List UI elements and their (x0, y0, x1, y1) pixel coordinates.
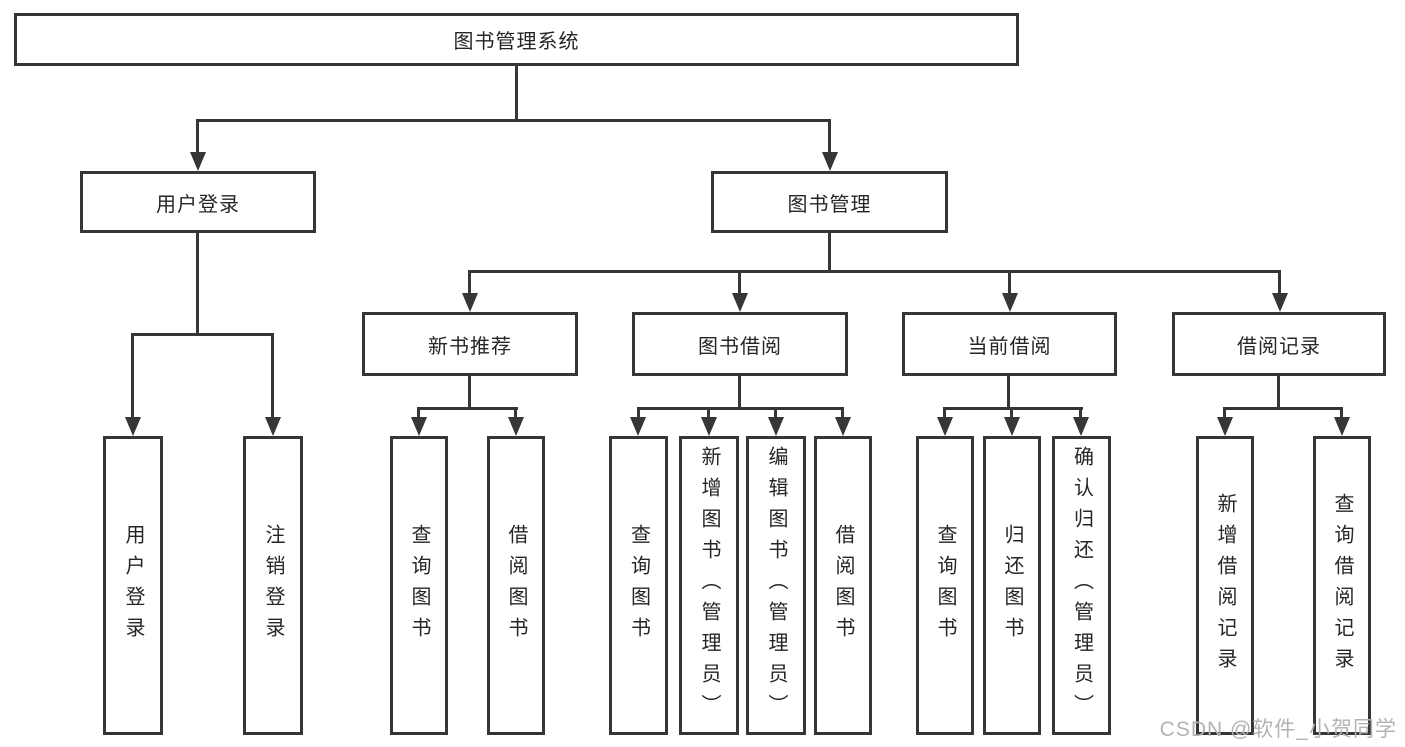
connector-line (943, 407, 946, 421)
connector-line (637, 407, 640, 421)
connector-line (1278, 270, 1281, 298)
node-label: 新书推荐 (428, 335, 512, 358)
node-new-book-rec: 新书推荐 (362, 312, 578, 376)
connector-line (841, 407, 844, 421)
connector-line (196, 119, 831, 122)
arrowhead-down (768, 417, 784, 436)
leaf-label: 注销登录 (262, 523, 284, 648)
connector-line (828, 231, 831, 273)
leaf-query-books-1: 查询图书 (390, 436, 448, 735)
connector-line (417, 407, 518, 410)
connector-line (131, 333, 134, 421)
arrowhead-down (1334, 417, 1350, 436)
connector-line (271, 333, 274, 421)
arrowhead-down (265, 417, 281, 436)
node-label: 当前借阅 (967, 335, 1052, 358)
arrowhead-down (125, 417, 141, 436)
connector-line (417, 407, 420, 421)
leaf-label: 编辑图书（管理员） (765, 446, 787, 725)
leaf-borrow-books-1: 借阅图书 (487, 436, 545, 735)
leaf-label: 新增借阅记录 (1214, 492, 1236, 679)
leaf-borrow-books-2: 借阅图书 (814, 436, 872, 735)
leaf-logout: 注销登录 (243, 436, 303, 735)
leaf-label: 用户登录 (122, 523, 144, 648)
connector-line (738, 376, 741, 410)
node-root: 图书管理系统 (14, 13, 1019, 66)
connector-line (828, 119, 831, 155)
leaf-user-login: 用户登录 (103, 436, 163, 735)
connector-line (131, 333, 274, 336)
arrowhead-down (835, 417, 851, 436)
connector-line (1340, 407, 1343, 421)
leaf-label: 归还图书 (1001, 523, 1023, 648)
arrowhead-down (1002, 293, 1018, 312)
node-borrow-record: 借阅记录 (1172, 312, 1386, 376)
connector-line (1007, 376, 1010, 410)
leaf-query-borrow-record: 查询借阅记录 (1313, 436, 1371, 735)
leaf-return-books: 归还图书 (983, 436, 1041, 735)
leaf-label: 查询借阅记录 (1331, 492, 1353, 679)
arrowhead-down (190, 152, 206, 171)
connector-line (468, 376, 471, 410)
leaf-label: 新增图书（管理员） (698, 446, 720, 725)
arrowhead-down (1004, 417, 1020, 436)
node-user-login: 用户登录 (80, 171, 316, 233)
connector-line (1277, 376, 1280, 410)
connector-line (196, 119, 199, 155)
leaf-add-borrow-record: 新增借阅记录 (1196, 436, 1254, 735)
connector-line (468, 270, 471, 298)
connector-line (1079, 407, 1082, 421)
connector-line (774, 407, 777, 421)
leaf-label: 借阅图书 (505, 523, 527, 648)
connector-line (637, 407, 844, 410)
node-root-label: 图书管理系统 (453, 31, 580, 53)
leaf-add-book-admin: 新增图书（管理员） (679, 436, 739, 735)
leaf-label: 确认归还（管理员） (1070, 446, 1093, 725)
watermark-text: CSDN @软件_小贺同学 (1159, 718, 1397, 741)
arrowhead-down (462, 293, 478, 312)
arrowhead-down (630, 417, 646, 436)
node-label: 图书借阅 (698, 335, 782, 358)
leaf-query-books-2: 查询图书 (609, 436, 668, 735)
arrowhead-down (1272, 293, 1288, 312)
node-book-borrow: 图书借阅 (632, 312, 848, 376)
node-label: 用户登录 (156, 193, 240, 216)
leaf-label: 查询图书 (627, 523, 650, 648)
connector-line (707, 407, 710, 421)
arrowhead-down (1217, 417, 1233, 436)
arrowhead-down (937, 417, 953, 436)
arrowhead-down (1073, 417, 1089, 436)
connector-line (1008, 270, 1011, 298)
arrowhead-down (822, 152, 838, 171)
arrowhead-down (701, 417, 717, 436)
node-book-mgmt: 图书管理 (711, 171, 948, 233)
connector-line (468, 270, 1281, 273)
connector-line (1223, 407, 1343, 410)
leaf-confirm-return-admin: 确认归还（管理员） (1052, 436, 1111, 735)
node-current-borrow: 当前借阅 (902, 312, 1117, 376)
leaf-query-books-3: 查询图书 (916, 436, 974, 735)
arrowhead-down (732, 293, 748, 312)
leaf-label: 借阅图书 (832, 523, 854, 648)
connector-line (1223, 407, 1226, 421)
connector-line (515, 64, 518, 122)
arrowhead-down (411, 417, 427, 436)
leaf-edit-book-admin: 编辑图书（管理员） (746, 436, 806, 735)
connector-line (1010, 407, 1013, 421)
node-label: 借阅记录 (1237, 335, 1321, 358)
connector-line (738, 270, 741, 298)
node-label: 图书管理 (787, 193, 872, 216)
leaf-label: 查询图书 (408, 523, 430, 648)
leaf-label: 查询图书 (934, 523, 956, 648)
arrowhead-down (508, 417, 524, 436)
connector-line (196, 231, 199, 336)
connector-line (514, 407, 517, 421)
connector-line (943, 407, 1083, 410)
